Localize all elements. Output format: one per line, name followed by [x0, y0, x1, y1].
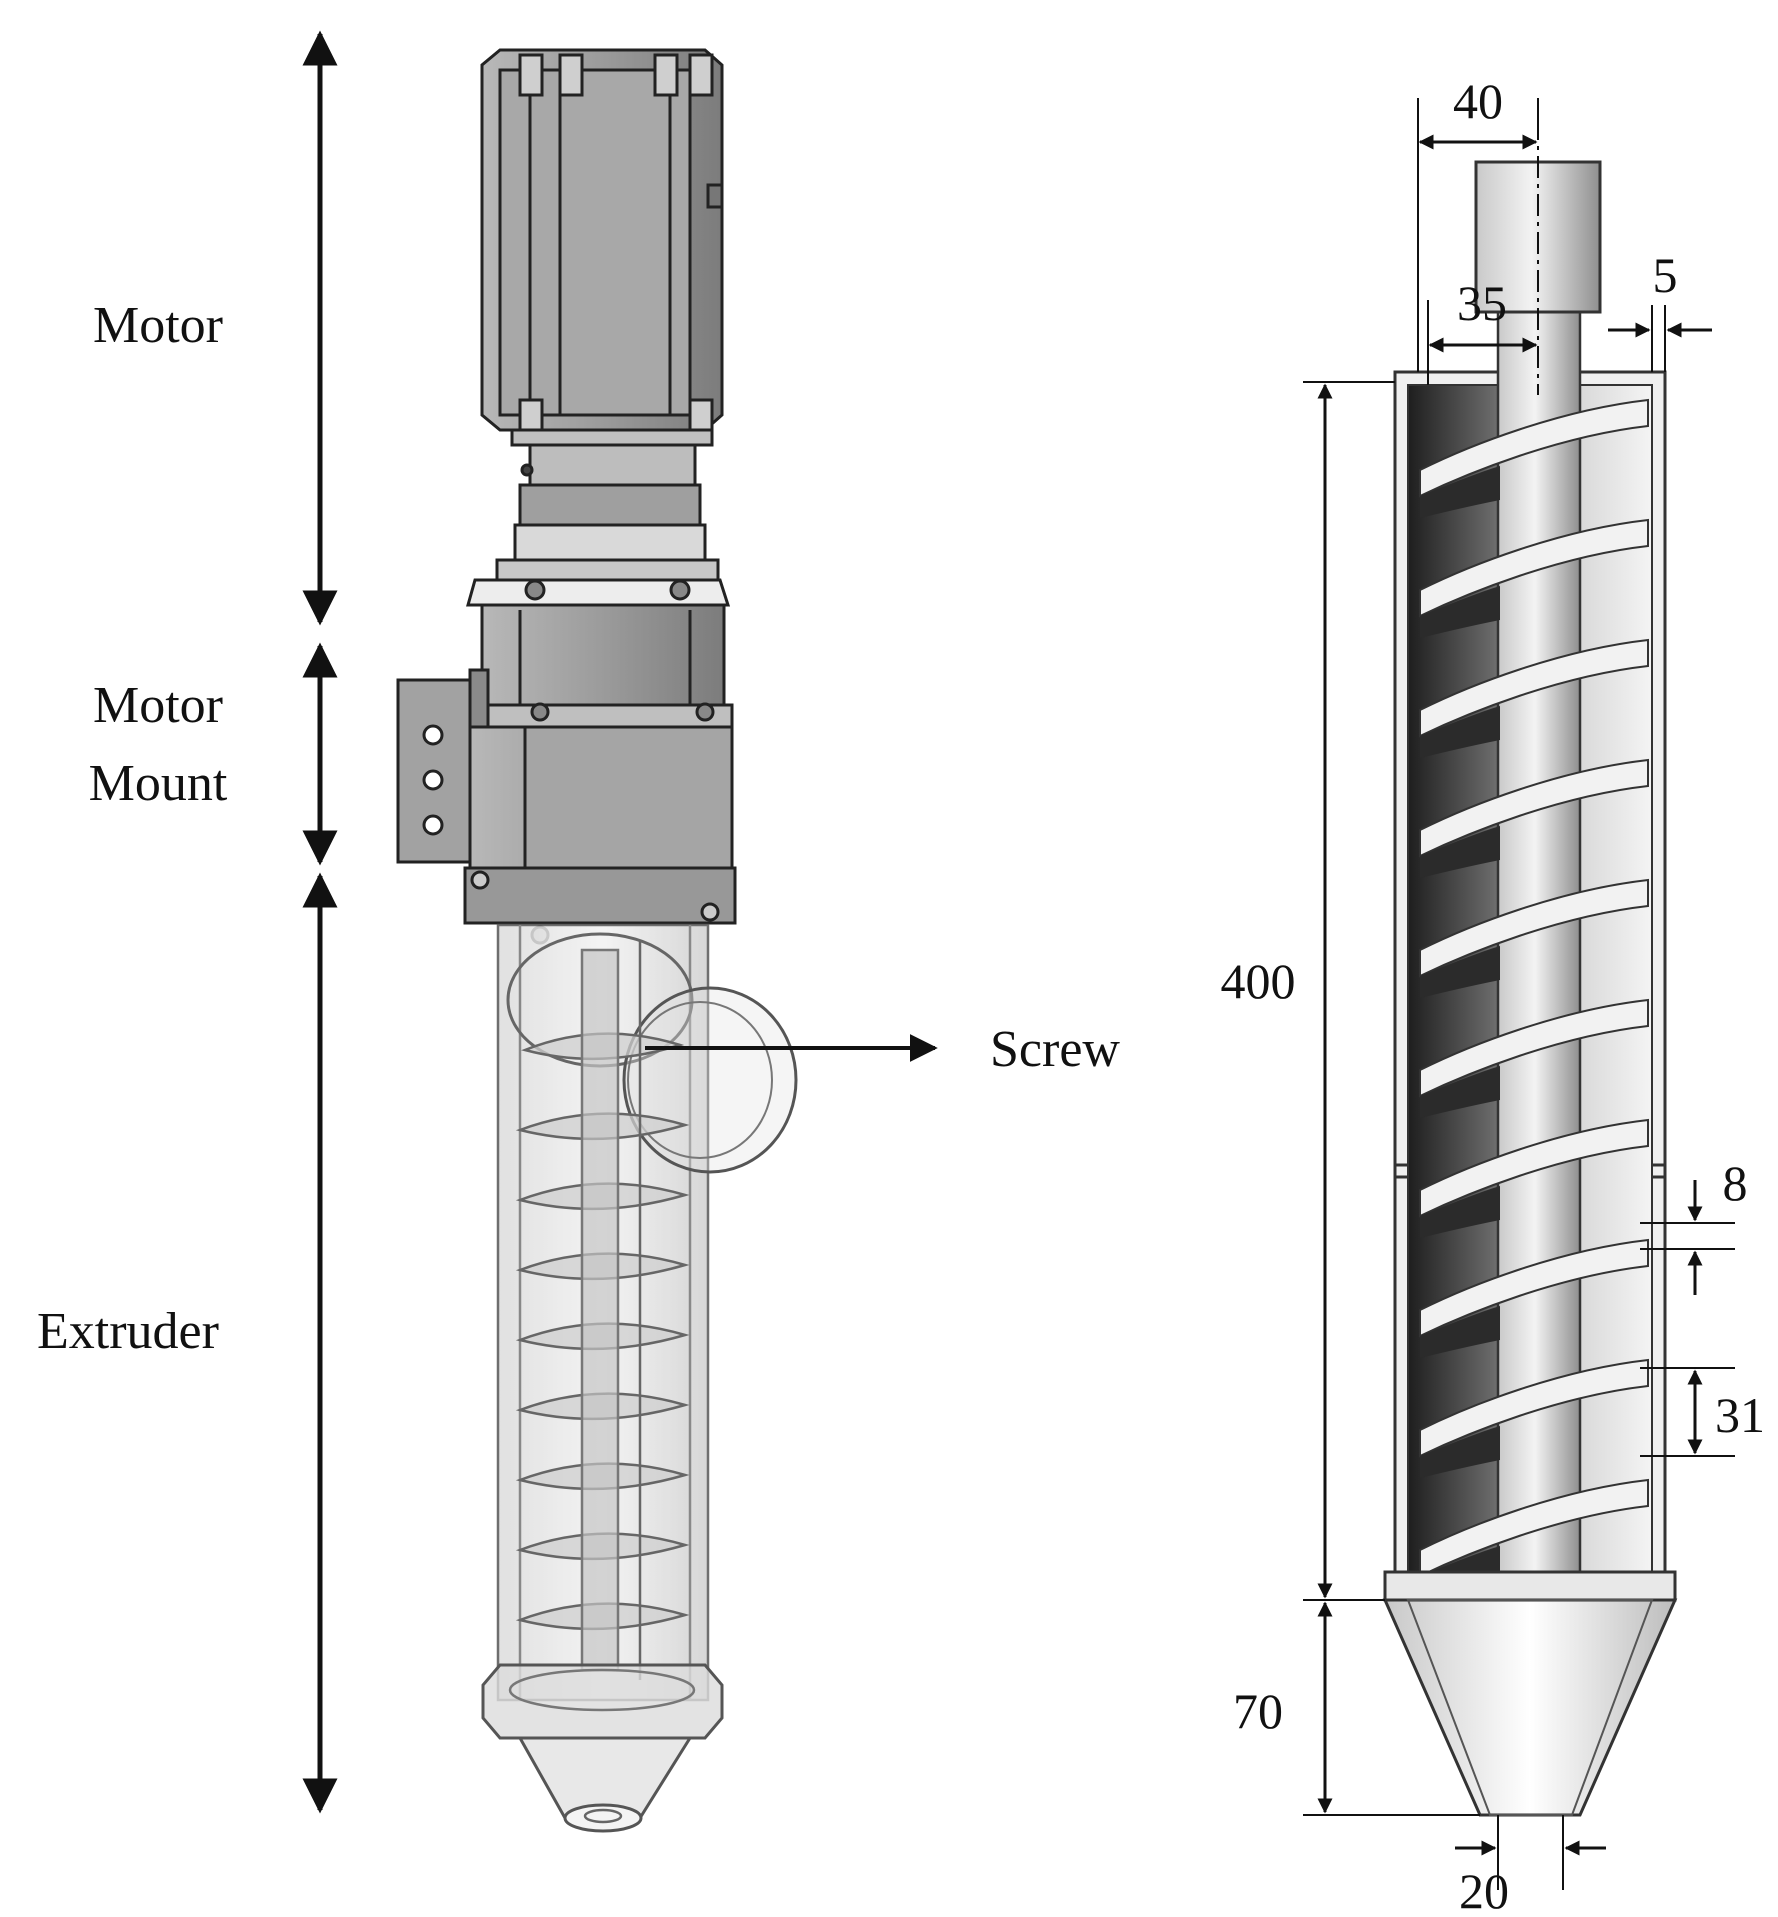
dim-35-label: 35 — [1457, 275, 1507, 331]
screw-flight-shade — [1420, 466, 1500, 518]
dim-40-label: 40 — [1453, 73, 1503, 129]
gearbox — [466, 428, 731, 607]
screw-flight-shade — [1420, 826, 1500, 878]
left-view: Motor Motor Mount Extruder — [37, 30, 1120, 1833]
dim-70-label: 70 — [1233, 1683, 1283, 1739]
screw-flight-shade — [1420, 1186, 1500, 1238]
motor-label: Motor — [93, 297, 223, 354]
dim-31-label: 31 — [1715, 1387, 1765, 1443]
extruder-label: Extruder — [37, 1303, 219, 1360]
screw-flight-shade — [1420, 706, 1500, 758]
screw-flight — [1419, 1238, 1649, 1338]
screw-flight — [1419, 1118, 1649, 1218]
motor-body — [480, 48, 724, 432]
screw-flight — [1419, 878, 1649, 978]
dim-5-label: 5 — [1653, 247, 1678, 303]
extruder-barrel — [481, 923, 798, 1833]
screw-flights — [1419, 398, 1649, 1598]
screw-flight — [1419, 518, 1649, 618]
screw-flight-shade — [1420, 946, 1500, 998]
screw-flight — [1419, 998, 1649, 1098]
cone-collar — [1383, 1570, 1677, 1602]
screw-flight-shade — [1420, 1066, 1500, 1118]
screw-flight — [1419, 638, 1649, 738]
motor-mount-label-line1: Motor — [93, 677, 223, 734]
screw-flight — [1419, 1358, 1649, 1458]
dim-20-label: 20 — [1459, 1863, 1509, 1917]
screw-label: Screw — [990, 1021, 1120, 1078]
motor-mount-block — [396, 603, 737, 945]
motor-mount-label-line2: Mount — [89, 755, 228, 812]
dim-8-label: 8 — [1723, 1155, 1748, 1211]
dim-400-label: 400 — [1221, 953, 1296, 1009]
screw-flight-shade — [1420, 1306, 1500, 1358]
screw-flight-shade — [1420, 586, 1500, 638]
right-view: 40 35 5 400 70 20 8 — [1221, 73, 1766, 1917]
screw-flight-shade — [1420, 1426, 1500, 1478]
screw-flight — [1419, 758, 1649, 858]
screw-flight — [1419, 398, 1649, 498]
nozzle-cone — [1382, 1598, 1678, 1817]
screw-flight — [1419, 1478, 1649, 1578]
